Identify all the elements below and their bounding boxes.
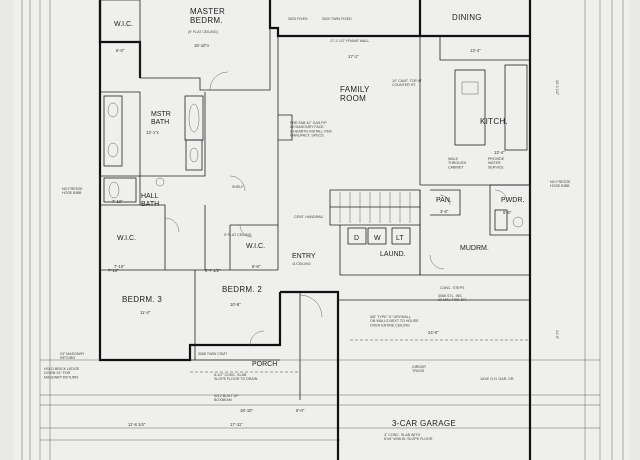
- room-label-kitch: KITCH.: [480, 117, 508, 126]
- dim-wic-top: 6'-0": [116, 48, 125, 53]
- walls: [98, 0, 532, 460]
- room-label-bedrm3: BEDRM. 3: [122, 295, 162, 304]
- fixtures: [103, 64, 528, 245]
- room-label-porch: PORCH: [252, 361, 277, 368]
- door-swings: [164, 71, 508, 346]
- note-porch-windows: 3068 TWIN CSMT: [198, 352, 228, 356]
- appliance-laundry-tub: LT: [396, 235, 404, 242]
- dim-wic-center: 6'-6": [252, 264, 261, 269]
- stair-treads: [330, 192, 420, 223]
- note-frame-wall: 17'-1 1/2" FRAME WALL: [330, 39, 369, 43]
- note-cen-handrail: CENT. HANDRAIL: [294, 215, 324, 219]
- note-entry-ceiling: 11'CEILING: [292, 262, 311, 266]
- dim-mstr-bath: 13'-1"x: [146, 130, 160, 135]
- dim-kitch: 13'-4": [494, 150, 505, 155]
- dim-porch-width: 17'-11": [230, 422, 243, 427]
- note-overhead-door: 18'x8' O.H. GAR. DR.: [480, 377, 515, 381]
- dim-pwdr: 5'-0": [503, 210, 512, 215]
- dim-right-a: 15'-1 1/2": [555, 80, 559, 96]
- dim-bed2-width: 8'-7 1/2": [205, 268, 221, 273]
- note-flat-ceiling: 9' FLAT CEILING: [224, 233, 252, 237]
- dim-pan: 3'-6": [440, 209, 449, 214]
- note-twin-fixed: 3020 TWIN FIXED: [322, 17, 352, 21]
- note-shelf: SHELF: [232, 185, 244, 189]
- room-label-bedrm2: BEDRM. 2: [222, 285, 262, 294]
- room-label-pwdr: PWDR.: [501, 197, 524, 204]
- note-door-steel: 3068 STL. INS.20 MIN. FIRE DR.: [438, 294, 467, 302]
- dim-bedrm3: 11'-4": [140, 310, 151, 315]
- dim-bedrm2: 10'-8": [230, 302, 241, 307]
- room-label-mudrm: MUDRM.: [460, 245, 489, 252]
- dim-right-b: 24'-0": [555, 330, 559, 340]
- room-label-pan: PAN.: [436, 197, 452, 204]
- room-label-wic-center: W.I.C.: [246, 243, 265, 250]
- dim-master: 15'-10"x: [194, 43, 210, 48]
- appliance-dryer: D: [354, 235, 359, 242]
- dim-bed3-width: 7'-10": [108, 268, 119, 273]
- note-best-fixed: 3020 FIXED: [288, 17, 308, 21]
- dim-garage-width: 24'-0": [428, 330, 439, 335]
- dim-bottom-b: 6'-0": [296, 408, 305, 413]
- room-label-laund: LAUND.: [380, 251, 406, 258]
- note-master-ceiling: (9' FLAT CEILING): [188, 30, 218, 34]
- room-label-wic-top: W.I.C.: [114, 21, 133, 28]
- dim-bottom-a: 18'-10": [240, 408, 254, 413]
- room-label-garage: 3-CAR GARAGE: [392, 419, 456, 428]
- appliance-washer: W: [374, 235, 381, 242]
- dim-family: 17'-1": [348, 54, 359, 59]
- dim-dining: 13'-4": [470, 48, 481, 53]
- note-conc-steps: CONC. STEPS: [440, 286, 465, 290]
- room-label-dining: DINING: [452, 13, 482, 22]
- dim-hall-bath: 7'-10": [112, 199, 123, 204]
- dim-left-run: 11'-8 1/4": [128, 422, 146, 427]
- room-label-wic-left: W.I.C.: [117, 235, 136, 242]
- room-label-entry: ENTRY: [292, 253, 316, 260]
- dim-wic-left: 7'-10": [114, 264, 125, 269]
